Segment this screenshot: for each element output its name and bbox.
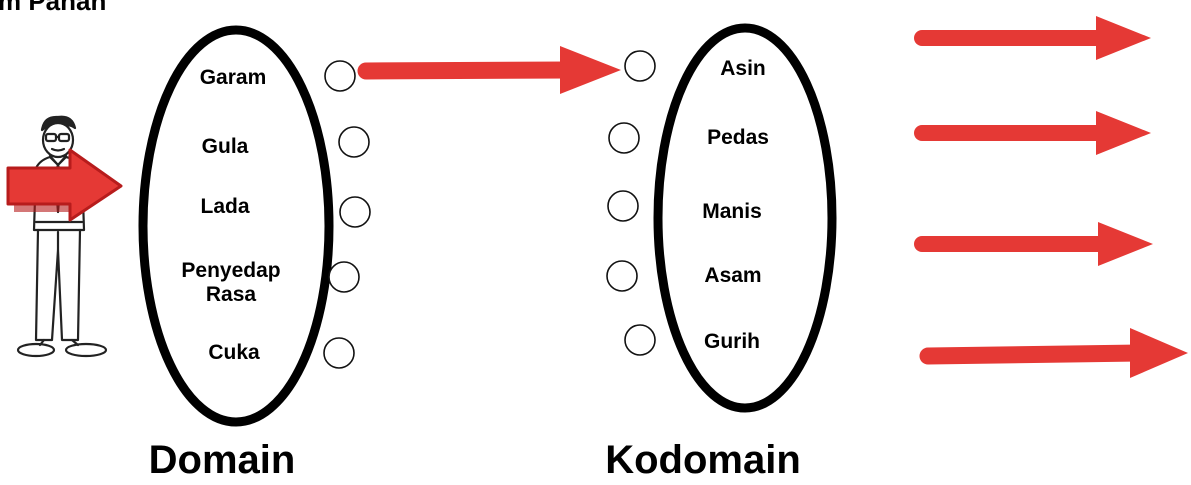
domain-item: Garam	[199, 66, 267, 89]
domain-node-garam	[324, 60, 356, 92]
domain-label: Domain	[148, 438, 296, 482]
codomain-item: Asam	[704, 264, 762, 287]
codomain-node-asam	[606, 260, 638, 292]
mapping-arrow-icon	[357, 46, 621, 94]
right-arrow-icon	[914, 16, 1151, 60]
codomain-item: Manis	[702, 200, 762, 223]
domain-ellipse	[138, 25, 334, 427]
codomain-item: Pedas	[707, 126, 769, 149]
heading: m Panah	[0, 0, 107, 16]
domain-node-penyedap	[328, 261, 360, 293]
codomain-label: Kodomain	[605, 438, 801, 482]
codomain-item: Gurih	[704, 330, 760, 353]
domain-node-cuka	[323, 337, 355, 369]
codomain-node-asin	[624, 50, 656, 82]
codomain-node-pedas	[608, 122, 640, 154]
domain-item: Cuka	[208, 341, 260, 364]
right-arrow-icon	[914, 111, 1151, 155]
codomain-item: Asin	[720, 57, 766, 80]
domain-node-lada	[339, 196, 371, 228]
codomain-ellipse	[653, 23, 837, 413]
codomain-node-manis	[607, 190, 639, 222]
right-arrow-icon	[914, 222, 1153, 266]
right-arrow-icon	[919, 328, 1188, 378]
domain-item: Penyedap Rasa	[181, 259, 281, 307]
input-arrow-icon	[6, 148, 123, 222]
domain-item: Gula	[201, 135, 249, 158]
domain-node-gula	[338, 126, 370, 158]
domain-item: Lada	[200, 195, 250, 218]
presenter-figure-icon	[16, 115, 108, 358]
codomain-node-gurih	[624, 324, 656, 356]
